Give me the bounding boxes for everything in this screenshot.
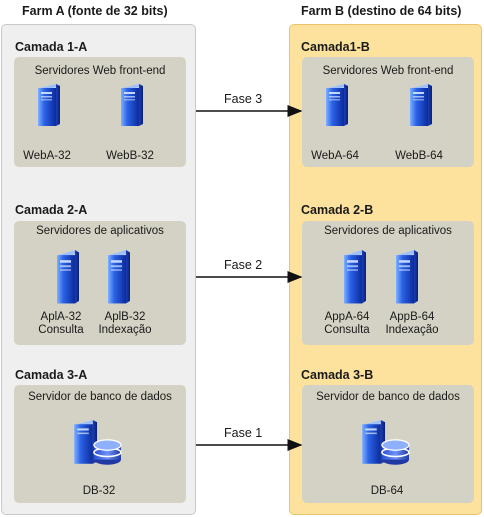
server-label-aplb-32: AplB-32 Indexação xyxy=(89,311,161,337)
server-role: Indexação xyxy=(385,324,439,336)
farm-a-tier1-title: Camada 1-A xyxy=(15,40,88,54)
farm-b-tier3-title: Camada 3-B xyxy=(301,368,374,382)
server-label-webb-64: WebB-64 xyxy=(395,150,443,162)
phase1-label: Fase 1 xyxy=(224,426,263,440)
farm-a-db-group-title: Servidor de banco de dados xyxy=(28,391,172,403)
farm-a-tier3-title: Camada 3-A xyxy=(15,368,88,382)
server-label-webb-32: WebB-32 xyxy=(106,150,154,162)
server-name: AppA-64 xyxy=(324,311,370,323)
phase3-label: Fase 3 xyxy=(224,92,263,106)
farm-a-app-group-title: Servidores de aplicativos xyxy=(36,225,164,237)
server-label-db-32: DB-32 xyxy=(82,485,116,497)
server-label-appb-64: AppB-64 Indexação xyxy=(376,311,448,337)
server-role: Consulta xyxy=(38,324,84,336)
farm-b-app-group-title: Servidores de aplicativos xyxy=(324,225,452,237)
farm-b-title: Farm B (destino de 64 bits) xyxy=(301,4,462,18)
farm-a-title: Farm A (fonte de 32 bits) xyxy=(22,4,168,18)
farm-a-web-group-title: Servidores Web front-end xyxy=(34,65,166,77)
server-label-apla-32: AplA-32 Consulta xyxy=(30,311,92,337)
farm-b-app-group xyxy=(302,221,474,345)
farm-a-app-group xyxy=(14,221,186,345)
server-name: AppB-64 xyxy=(389,311,435,323)
server-role: Indexação xyxy=(98,324,152,336)
server-role: Consulta xyxy=(324,324,370,336)
server-name: AplB-32 xyxy=(104,311,146,323)
farm-b-web-group-title: Servidores Web front-end xyxy=(322,65,454,77)
farm-a-tier2-title: Camada 2-A xyxy=(15,203,88,217)
server-label-weba-64: WebA-64 xyxy=(311,150,359,162)
server-label-appa-64: AppA-64 Consulta xyxy=(316,311,378,337)
farm-b-tier1-title: Camada1-B xyxy=(301,40,370,54)
server-label-db-64: DB-64 xyxy=(370,485,404,497)
farm-b-tier2-title: Camada 2-B xyxy=(301,203,374,217)
server-name: AplA-32 xyxy=(40,311,82,323)
phase2-label: Fase 2 xyxy=(224,258,263,272)
farm-b-db-group-title: Servidor de banco de dados xyxy=(316,391,460,403)
server-label-weba-32: WebA-32 xyxy=(23,150,71,162)
